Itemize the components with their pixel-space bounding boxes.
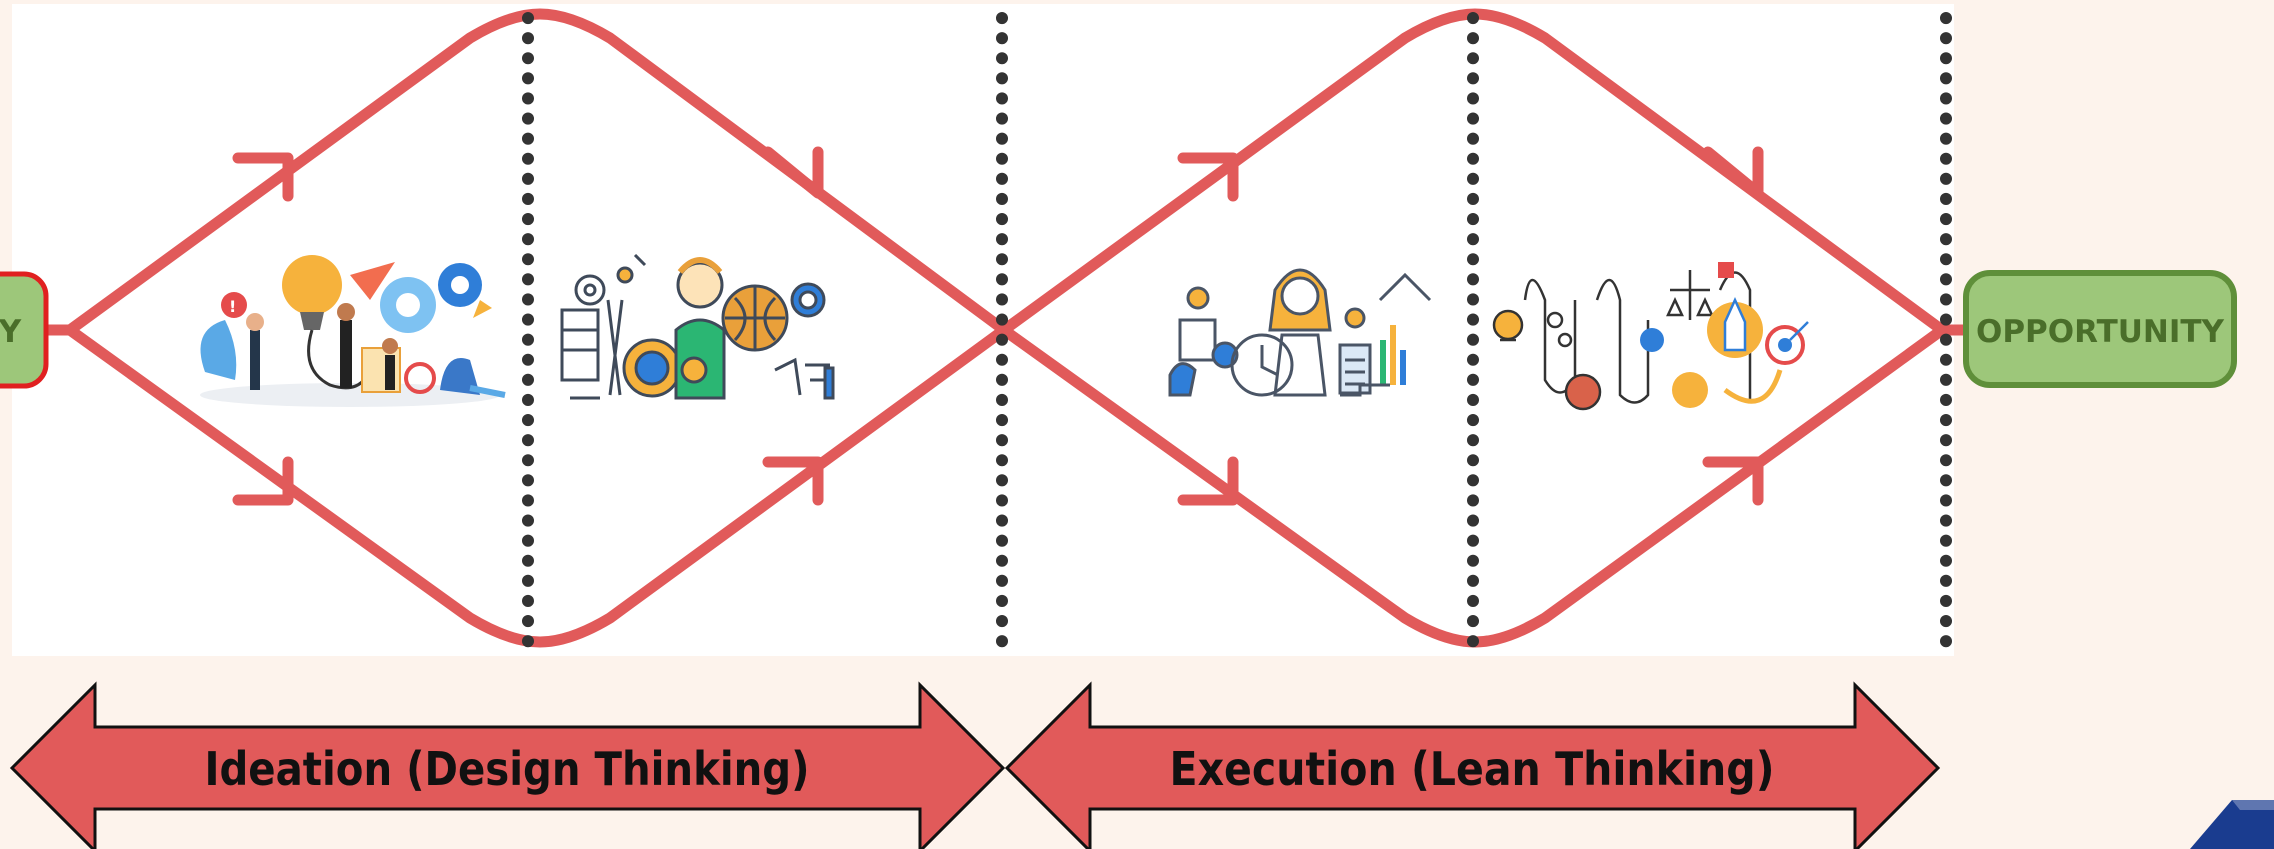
brainstorm-team-illustration: ! <box>200 255 506 407</box>
diamond-1-bottom-path <box>64 324 1010 648</box>
phase-label-ideation: Ideation (Design Thinking) <box>205 742 810 796</box>
opportunity-node-label: OPPORTUNITY <box>1976 314 2225 350</box>
idea-to-launch-rocket-illustration <box>1492 262 1809 411</box>
brand-logo <box>2190 800 2274 849</box>
arrow-icon <box>762 456 824 506</box>
diamond-1-top-path <box>64 8 1010 336</box>
phase-arrow-ideation: Ideation (Design Thinking) <box>9 681 1006 849</box>
arrow-icon <box>1177 456 1239 506</box>
arrow-icon <box>1702 146 1764 199</box>
phase-arrow-execution: Execution (Lean Thinking) <box>1004 681 1941 849</box>
dotted-dividers <box>522 12 1952 656</box>
opportunity-node: OPPORTUNITY <box>1963 270 2237 388</box>
arrow-icon <box>232 456 294 506</box>
start-node: Y <box>0 271 49 389</box>
analyst-woman-illustration <box>1168 268 1432 397</box>
path-direction-arrows <box>232 146 1764 506</box>
phase-label-execution: Execution (Lean Thinking) <box>1170 742 1775 796</box>
start-node-label: Y <box>0 314 22 350</box>
engineer-tools-illustration <box>560 253 835 400</box>
arrow-icon <box>232 152 294 202</box>
arrow-icon <box>762 146 824 199</box>
arrow-icon <box>1177 152 1239 202</box>
arrow-icon <box>1702 456 1764 506</box>
diagram-panel <box>12 4 1954 656</box>
svg-text:!: ! <box>229 297 236 316</box>
